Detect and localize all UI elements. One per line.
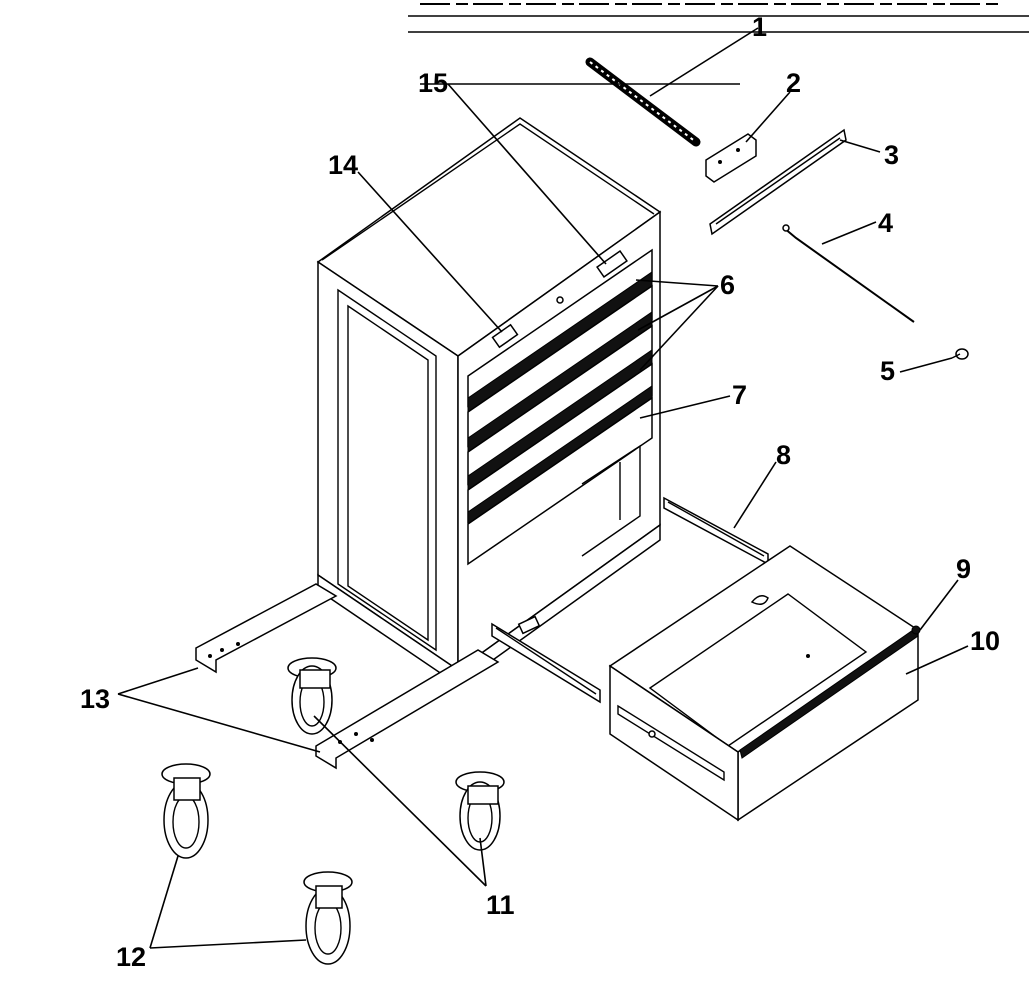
part-8-drawer-slides (491, 496, 769, 704)
callout-labels: 1 2 3 4 5 6 7 8 9 10 11 12 13 14 15 (80, 12, 1000, 972)
part-4-lock-rod (782, 224, 915, 323)
callout-14: 14 (328, 150, 358, 180)
part-1-handle-rod (585, 57, 701, 147)
callout-4: 4 (878, 208, 893, 238)
tool-cabinet (316, 117, 662, 686)
part-2-bracket (705, 133, 757, 183)
callout-7: 7 (732, 380, 747, 410)
part-9-handle-strip (739, 625, 921, 759)
caster-wheels (161, 657, 505, 965)
callout-2: 2 (786, 68, 801, 98)
callout-1: 1 (752, 12, 767, 42)
leader-lines (117, 27, 969, 949)
swivel-caster-with-brake-2 (455, 771, 505, 851)
callout-13: 13 (80, 684, 110, 714)
callout-9: 9 (956, 554, 971, 584)
swivel-caster-with-brake-1 (287, 657, 337, 735)
callout-11: 11 (486, 890, 515, 920)
callout-8: 8 (776, 440, 791, 470)
header-rule-lines (408, 3, 1029, 33)
callout-3: 3 (884, 140, 899, 170)
callout-5: 5 (880, 356, 895, 386)
drawer-fronts (467, 248, 653, 525)
callout-6: 6 (720, 270, 735, 300)
part-5-screw (951, 348, 969, 360)
label-plate-15 (596, 250, 628, 278)
rigid-caster-2 (303, 871, 353, 965)
callout-12: 12 (116, 942, 146, 972)
part-3-slide-rail (709, 128, 847, 236)
rigid-caster-1 (161, 763, 211, 859)
part-10-drawer (608, 545, 921, 822)
callout-15: 15 (418, 68, 448, 98)
callout-10: 10 (970, 626, 1000, 656)
lower-drawer-front (467, 396, 653, 566)
